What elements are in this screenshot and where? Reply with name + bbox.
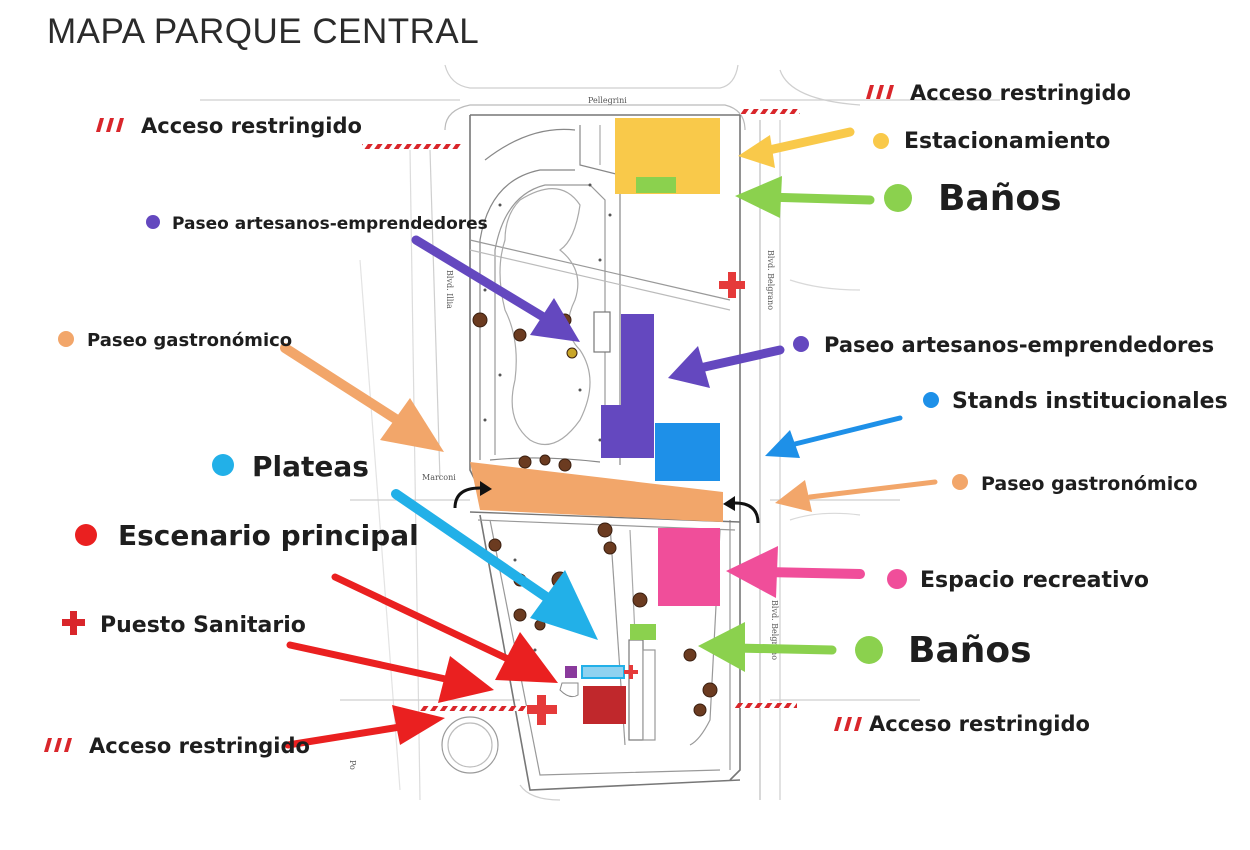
arrow-sanitario-head: [438, 656, 494, 703]
label-escenario: Escenario principal: [118, 519, 419, 552]
restricted-bar-ne: [740, 109, 800, 114]
dot-banos-north: [884, 184, 912, 212]
turn-arrow-east-head: [723, 496, 735, 511]
arrow-gastro-left-shaft: [280, 343, 410, 430]
arrow-parking-shaft: [755, 127, 855, 157]
stage-walkway: [559, 682, 579, 698]
first-aid-cross-stage: [624, 665, 638, 679]
arrow-gastro-left-head: [380, 398, 444, 452]
tree-dots: [483, 183, 612, 702]
label-gastro-left: Paseo gastronómico: [87, 330, 292, 351]
base-map: [200, 64, 1000, 801]
arrow-parking-head: [738, 135, 775, 168]
label-acceso-restringido-2: Acceso restringido: [910, 81, 1131, 105]
arrow-artisans-right-shaft: [695, 345, 785, 373]
restricted-icon-1: [96, 118, 124, 132]
dot-banos-south: [855, 636, 883, 664]
label-plateas: Plateas: [252, 450, 369, 483]
label-acceso-restringido-4: Acceso restringido: [869, 712, 1090, 736]
label-gastro-right: Paseo gastronómico: [981, 473, 1198, 495]
label-banos-south: Baños: [908, 630, 1032, 671]
stage-small-zone: [565, 666, 577, 678]
arrow-plateas-head: [530, 570, 598, 640]
turn-arrow-east: [734, 501, 760, 524]
dot-artisans-left: [146, 215, 160, 229]
label-acceso-restringido-3: Acceso restringido: [89, 734, 310, 758]
label-sanitario: Puesto Sanitario: [100, 613, 306, 638]
dot-plateas: [212, 454, 234, 476]
label-banos-north: Baños: [938, 178, 1062, 219]
arrow-banos-north-shaft: [760, 192, 875, 205]
label-recreativo: Espacio recreativo: [920, 568, 1149, 593]
arrow-gastro-right-shaft: [807, 479, 938, 500]
stage-seating-zone: [581, 665, 625, 679]
label-artisans-right: Paseo artesanos-emprendedores: [824, 333, 1214, 357]
map-title: MAPA PARQUE CENTRAL: [47, 12, 480, 51]
arrow-restricted-sw-head: [392, 705, 445, 745]
arrow-recreativo-shaft: [760, 567, 865, 579]
label-estacionamiento: Estacionamiento: [904, 129, 1110, 154]
dot-artisans-right: [793, 336, 809, 352]
label-artisans-left: Paseo artesanos-emprendedores: [172, 214, 488, 234]
turn-arrow-west: [453, 486, 481, 509]
bathroom-zone-south: [630, 624, 656, 640]
street-middle-label: Marconi: [422, 473, 456, 482]
dot-estacionamiento: [873, 133, 889, 149]
dot-stands: [923, 392, 939, 408]
restricted-icon-4: [834, 717, 862, 731]
main-stage-zone: [583, 686, 626, 724]
restricted-bar-sw: [420, 706, 530, 711]
arrow-banos-south-shaft: [730, 643, 837, 655]
trees: [472, 312, 718, 717]
street-east-label: Blvd. Belgrano: [766, 250, 775, 310]
arrow-recreativo-head: [726, 546, 778, 598]
arrow-plateas-shaft: [391, 489, 560, 608]
arrow-artisans-left-head: [530, 298, 580, 342]
arrow-banos-north-head: [735, 176, 782, 218]
arrow-banos-south-head: [698, 622, 745, 672]
first-aid-icon: [62, 611, 85, 635]
dot-recreativo: [887, 569, 907, 589]
arrow-artisans-left-shaft: [411, 235, 550, 323]
restricted-bar-se: [735, 703, 797, 708]
street-north-label: Pellegrini: [588, 96, 627, 105]
arrow-stands-shaft: [792, 415, 903, 447]
arrow-escenario-head: [495, 632, 558, 683]
street-east-label-2: Blvd. Belgrano: [770, 600, 779, 660]
label-acceso-restringido-1: Acceso restringido: [141, 114, 362, 138]
arrow-artisans-right-head: [668, 346, 710, 388]
gastronomic-zone: [470, 462, 723, 522]
bathroom-zone-north: [636, 177, 676, 193]
restricted-icon-3: [44, 738, 72, 752]
first-aid-cross-south: [527, 695, 557, 725]
arrow-escenario-shaft: [331, 573, 514, 664]
restricted-bar-nw: [362, 144, 462, 149]
dot-gastro-left: [58, 331, 74, 347]
street-south-label: Po: [348, 760, 357, 770]
label-stands: Stands institucionales: [952, 389, 1228, 414]
turn-arrow-west-head: [480, 481, 492, 496]
dot-gastro-right: [952, 474, 968, 490]
arrow-sanitario-shaft: [286, 641, 454, 684]
arrow-stands-head: [765, 430, 800, 458]
arrow-restricted-sw-shaft: [284, 723, 404, 749]
recreational-zone: [658, 528, 720, 606]
dot-escenario: [75, 524, 97, 546]
first-aid-cross-north: [719, 272, 745, 298]
arrow-gastro-right-head: [775, 480, 812, 512]
street-west-label: Blvd. Illia: [445, 270, 454, 309]
institutional-stands-zone: [655, 423, 720, 481]
artisans-zone: [601, 314, 654, 458]
restricted-icon-2: [866, 85, 894, 99]
